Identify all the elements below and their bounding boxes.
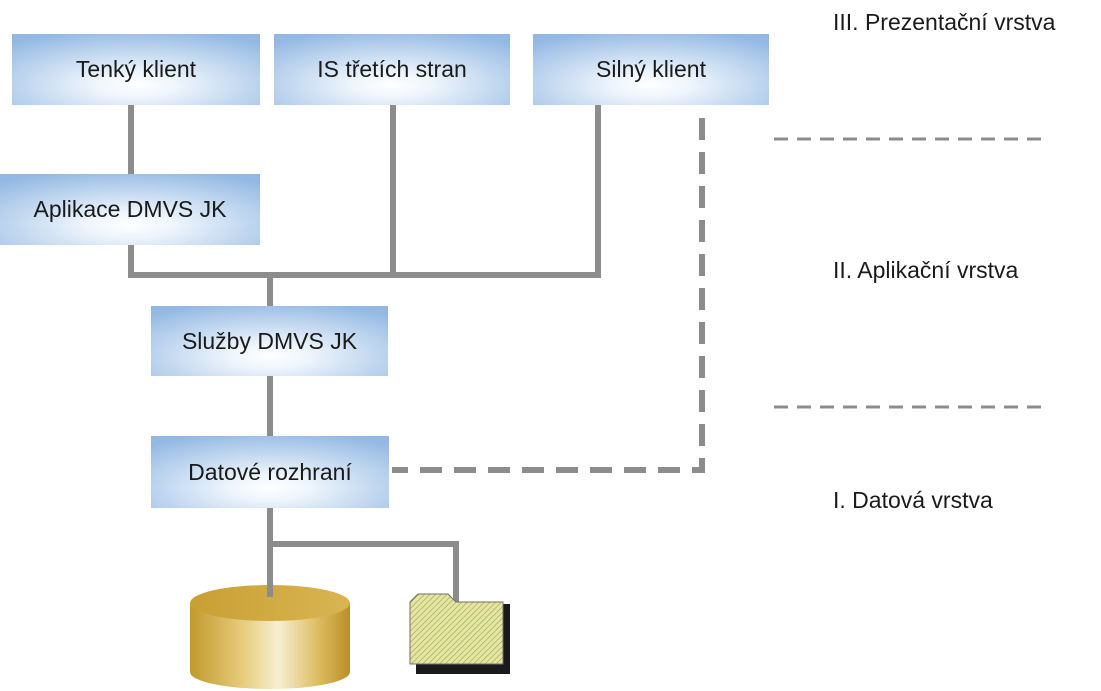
dashed-link-thick-client-to-data-interface [392, 118, 705, 473]
data-interface-label: Datové rozhraní [188, 458, 352, 485]
thick-client-box: Silný klient [533, 34, 769, 105]
third-party-is-label: IS třetích stran [317, 56, 467, 82]
layer-label-data: I. Datová vrstva [833, 487, 993, 513]
dmvs-services-box: Služby DMVS JK [151, 306, 388, 376]
layer-label-presentation: III. Prezentační vrstva [833, 9, 1056, 35]
file-folder-icon [409, 593, 510, 674]
third-party-is-box: IS třetích stran [274, 34, 510, 105]
thick-client-label: Silný klient [596, 56, 706, 82]
dmvs-services-label: Služby DMVS JK [181, 327, 358, 354]
dmvs-application-label: Aplikace DMVS JK [33, 196, 227, 222]
connector-application-bus [128, 105, 601, 278]
database-cylinder-icon [190, 585, 350, 689]
dmvs-application-box: Aplikace DMVS JK [0, 174, 260, 245]
thin-client-box: Tenký klient [12, 34, 260, 105]
data-interface-box: Datové rozhraní [151, 436, 389, 508]
thin-client-label: Tenký klient [75, 56, 197, 82]
connector-data-interface-to-file [270, 541, 459, 604]
layer-label-application: II. Aplikační vrstva [833, 257, 1019, 283]
